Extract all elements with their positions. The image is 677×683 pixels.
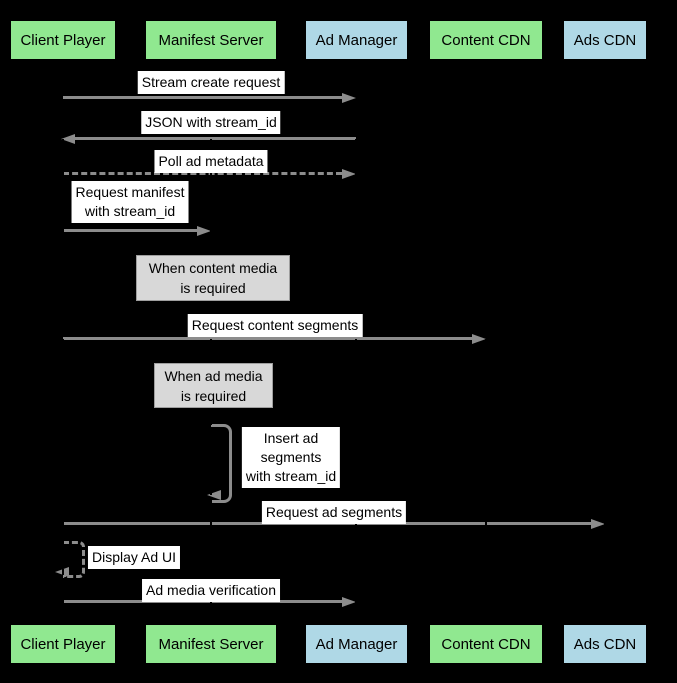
arrowhead-right-icon: [591, 519, 605, 529]
participant-top-ads-cdn: Ads CDN: [564, 21, 646, 59]
arrow-line-dashed: [63, 172, 342, 175]
self-loop-bracket-dashed: [63, 541, 85, 578]
message-label: Poll ad metadata: [154, 150, 268, 173]
arrow-line: [63, 96, 343, 99]
participant-top-content-cdn: Content CDN: [430, 21, 542, 59]
participant-bottom-manifest-server: Manifest Server: [146, 625, 276, 663]
participant-top-ad-manager: Ad Manager: [306, 21, 407, 59]
lifeline-manifest-server: [210, 59, 212, 625]
arrow-line: [63, 229, 197, 232]
note-when-ad-media: When ad media is required: [154, 363, 273, 408]
arrow-line: [63, 337, 472, 340]
participant-bottom-content-cdn: Content CDN: [430, 625, 542, 663]
participant-top-manifest-server: Manifest Server: [146, 21, 276, 59]
message-label: Display Ad UI: [87, 546, 181, 569]
arrowhead-left-icon: [207, 490, 221, 500]
arrowhead-right-icon: [342, 93, 356, 103]
note-when-content-media: When content media is required: [136, 255, 290, 301]
message-label: JSON with stream_id: [141, 111, 281, 134]
participant-top-client-player: Client Player: [11, 21, 115, 59]
arrowhead-right-icon: [342, 169, 356, 179]
lifeline-ad-manager: [355, 59, 357, 625]
lifeline-content-cdn: [485, 59, 487, 625]
arrowhead-right-icon: [342, 597, 356, 607]
participant-bottom-client-player: Client Player: [11, 625, 115, 663]
self-loop-bracket: [211, 424, 232, 503]
participant-bottom-ads-cdn: Ads CDN: [564, 625, 646, 663]
message-label: Request ad segments: [261, 501, 407, 524]
message-label: Insert ad segments with stream_id: [241, 427, 341, 488]
arrowhead-left-icon: [61, 134, 75, 144]
arrowhead-right-icon: [197, 226, 211, 236]
arrow-line: [75, 137, 356, 140]
message-label: Request content segments: [187, 314, 363, 337]
lifeline-client-player: [62, 59, 64, 625]
lifeline-ads-cdn: [604, 59, 606, 625]
message-label: Request manifest with stream_id: [71, 181, 189, 223]
participant-bottom-ad-manager: Ad Manager: [306, 625, 407, 663]
message-label: Ad media verification: [142, 579, 280, 602]
arrowhead-right-icon: [472, 334, 486, 344]
message-label: Stream create request: [137, 71, 285, 94]
